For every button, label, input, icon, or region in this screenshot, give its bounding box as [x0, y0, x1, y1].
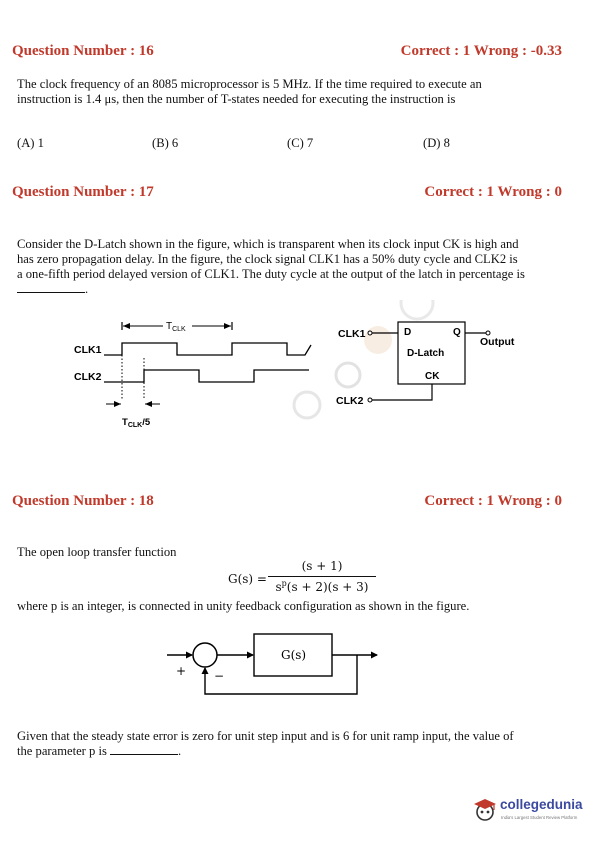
- gs-label: G(s): [281, 648, 306, 662]
- q16-line2: instruction is 1.4 μs, then the number o…: [17, 92, 456, 106]
- q18-score: Correct : 1 Wrong : 0: [424, 493, 562, 509]
- q18-intro: The open loop transfer function: [17, 545, 177, 559]
- clk2-waveform: [104, 369, 309, 383]
- tf-denominator: sp(s + 2)(s + 3): [275, 579, 369, 594]
- q16-option-d: (D) 8: [423, 136, 450, 150]
- q16-heading: Question Number : 16: [12, 43, 154, 59]
- clk1-waveform: [104, 342, 312, 356]
- q18-line2: the parameter p is .: [17, 744, 182, 758]
- q17-line2: has zero propagation delay. In the figur…: [17, 252, 518, 266]
- graduation-cap-icon: [474, 799, 496, 821]
- latch-d-pin: D: [404, 327, 411, 338]
- q16-text: The clock frequency of an 8085 microproc…: [17, 77, 582, 107]
- summing-junction: [192, 642, 218, 668]
- plus-sign: +: [176, 664, 186, 678]
- d-latch-figure: TCLK CLK1 CLK2 TCLK/5 D Q D-Latch CK CLK…: [74, 300, 515, 429]
- q18-line1: Given that the steady state error is zer…: [17, 729, 514, 743]
- q16-score: Correct : 1 Wrong : -0.33: [400, 43, 562, 59]
- q18-where: where p is an integer, is connected in u…: [17, 599, 470, 613]
- minus-sign: −: [214, 669, 224, 683]
- collegedunia-logo: collegedunia India's Largest Student Rev…: [472, 794, 587, 828]
- brand-name: collegedunia: [500, 797, 583, 812]
- q17-line3: a one-fifth period delayed version of CL…: [17, 267, 525, 281]
- clk1-label: CLK1: [74, 344, 102, 356]
- latch-name: D-Latch: [407, 348, 444, 359]
- feedback-path: [204, 655, 358, 695]
- q18-question: Given that the steady state error is zer…: [17, 729, 582, 759]
- answer-blank-p: [110, 754, 179, 755]
- q17-line1: Consider the D-Latch shown in the figure…: [17, 237, 519, 251]
- q17-heading: Question Number : 17: [12, 184, 154, 200]
- brand-tagline: India's Largest Student Review Platform: [501, 815, 578, 820]
- q17-score: Correct : 1 Wrong : 0: [424, 184, 562, 200]
- tf-fraction-bar: [268, 576, 376, 577]
- d-latch-block: [397, 321, 466, 385]
- tf-lhs: G(s) =: [228, 572, 267, 586]
- q16-option-c: (C) 7: [287, 136, 314, 150]
- answer-blank: [17, 292, 85, 293]
- tf-numerator: (s + 1): [301, 559, 343, 573]
- tclk-label: TCLK: [166, 321, 186, 333]
- tclk5-label: TCLK/5: [122, 417, 151, 429]
- q16-line1: The clock frequency of an 8085 microproc…: [17, 77, 482, 91]
- clk1-input-label: CLK1: [338, 328, 366, 340]
- q18-heading: Question Number : 18: [12, 493, 154, 509]
- q17-line4: .: [17, 282, 582, 297]
- latch-ck-pin: CK: [425, 371, 440, 382]
- clk2-label: CLK2: [74, 371, 102, 383]
- feedback-block-diagram: + − G(s): [167, 633, 378, 695]
- clk2-input-label: CLK2: [336, 395, 364, 407]
- q16-option-a: (A) 1: [17, 136, 44, 150]
- q17-text: Consider the D-Latch shown in the figure…: [17, 237, 582, 297]
- q16-option-b: (B) 6: [152, 136, 179, 150]
- output-label: Output: [480, 336, 515, 348]
- latch-q-pin: Q: [453, 327, 461, 338]
